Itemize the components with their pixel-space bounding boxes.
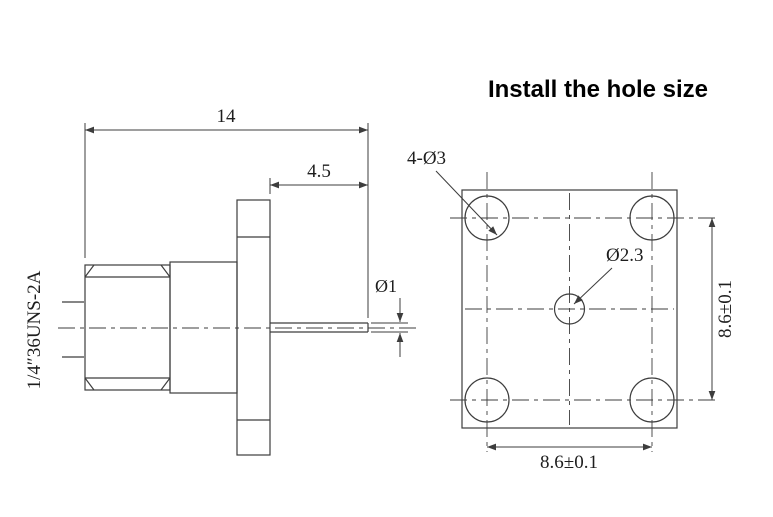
thread-spec-label: 1/4″36UNS-2A xyxy=(24,270,45,389)
side-view-dimensions xyxy=(84,123,408,357)
nut-chamfer-bottom-left xyxy=(84,377,95,391)
leader-corner-holes xyxy=(435,170,498,236)
center-hole-label: Ø2.3 xyxy=(606,245,643,266)
corner-holes-label: 4-Ø3 xyxy=(407,148,446,169)
page-title: Install the hole size xyxy=(488,76,708,103)
leader-center-hole xyxy=(573,267,613,305)
pin-diameter-label: Ø1 xyxy=(375,276,397,296)
hole-pattern-dimensions xyxy=(435,170,716,451)
nut-chamfer-bottom-right xyxy=(160,377,171,391)
vertical-pitch-label: 8.6±0.1 xyxy=(715,280,736,338)
horizontal-pitch-label: 8.6±0.1 xyxy=(540,452,598,473)
protrusion-length-label: 4.5 xyxy=(307,161,331,182)
nut-chamfer-top-left xyxy=(84,264,95,278)
coupling-nut-outline xyxy=(84,264,171,391)
nut-chamfer-top-right xyxy=(160,264,171,278)
hole-pattern-view xyxy=(450,172,718,452)
flange-face-outline xyxy=(461,189,678,429)
connector-side-view xyxy=(58,199,420,456)
connector-body-outline xyxy=(169,261,238,394)
flange-outline xyxy=(236,199,271,456)
overall-length-label: 14 xyxy=(217,106,237,127)
